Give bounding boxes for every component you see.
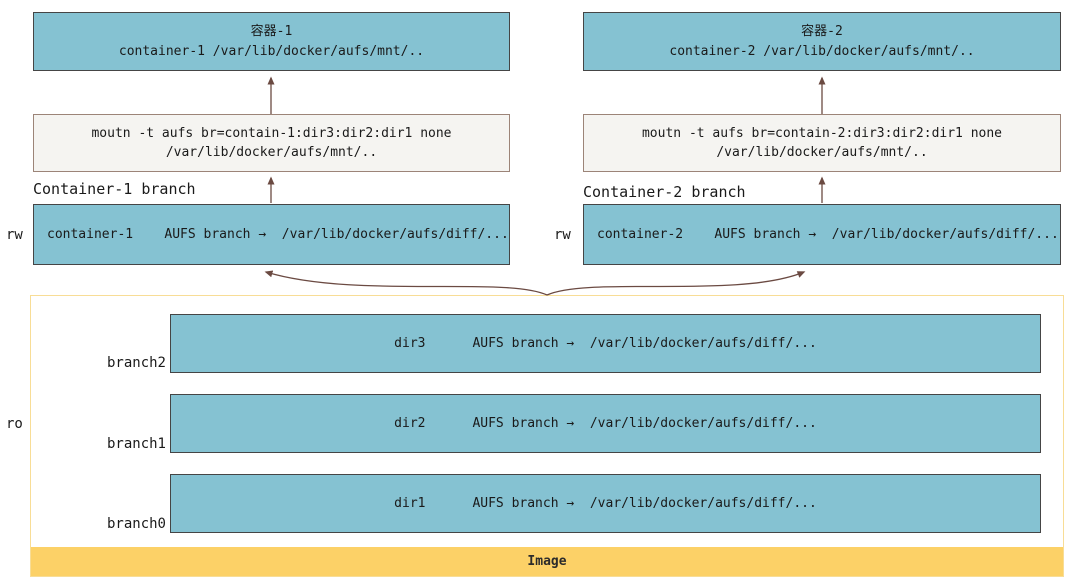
rw-branch-2-box: container-2 AUFS branch → /var/lib/docke… — [583, 204, 1061, 265]
branch0-label: branch0 — [106, 516, 166, 532]
mount-command-1-line2: /var/lib/docker/aufs/mnt/.. — [165, 145, 378, 160]
ro-branch0-box: dir1 AUFS branch → /var/lib/docker/aufs/… — [170, 474, 1041, 533]
mount-command-2-line2: /var/lib/docker/aufs/mnt/.. — [716, 145, 928, 160]
mount-command-1-box: moutn -t aufs br=contain-1:dir3:dir2:dir… — [33, 114, 510, 172]
container-1-branch-heading: Container-1 branch — [33, 180, 196, 198]
mount-command-2-box: moutn -t aufs br=contain-2:dir3:dir2:dir… — [583, 114, 1061, 172]
rw-branch-1-box: container-1 AUFS branch → /var/lib/docke… — [33, 204, 510, 265]
mount-command-2-line1: moutn -t aufs br=contain-2:dir3:dir2:dir… — [641, 126, 1003, 141]
container-2-title: 容器-2 — [801, 23, 843, 39]
ro-label: ro — [6, 416, 23, 432]
container-1-box: 容器-1 container-1 /var/lib/docker/aufs/mn… — [33, 12, 510, 71]
container-2-box: 容器-2 container-2 /var/lib/docker/aufs/mn… — [583, 12, 1061, 71]
container-1-title: 容器-1 — [250, 23, 293, 39]
ro-branch2-box: dir3 AUFS branch → /var/lib/docker/aufs/… — [170, 314, 1041, 373]
rw-label-1: rw — [6, 227, 23, 243]
rw-label-2: rw — [554, 227, 571, 243]
image-layer-label: Image — [527, 554, 567, 569]
mount-command-1-line1: moutn -t aufs br=contain-1:dir3:dir2:dir… — [91, 126, 452, 141]
arrow-ro-to-rw1 — [264, 270, 548, 296]
container-1-mnt-path: container-1 /var/lib/docker/aufs/mnt/.. — [118, 43, 425, 59]
ro-branch1-box: dir2 AUFS branch → /var/lib/docker/aufs/… — [170, 394, 1041, 453]
branch2-label: branch2 — [106, 355, 166, 371]
container-2-branch-heading: Container-2 branch — [583, 183, 746, 201]
branch1-label: branch1 — [106, 436, 166, 452]
container-2-mnt-path: container-2 /var/lib/docker/aufs/mnt/.. — [669, 43, 975, 59]
image-layer-bar: Image — [31, 547, 1063, 576]
arrow-ro-to-rw2 — [546, 271, 806, 296]
